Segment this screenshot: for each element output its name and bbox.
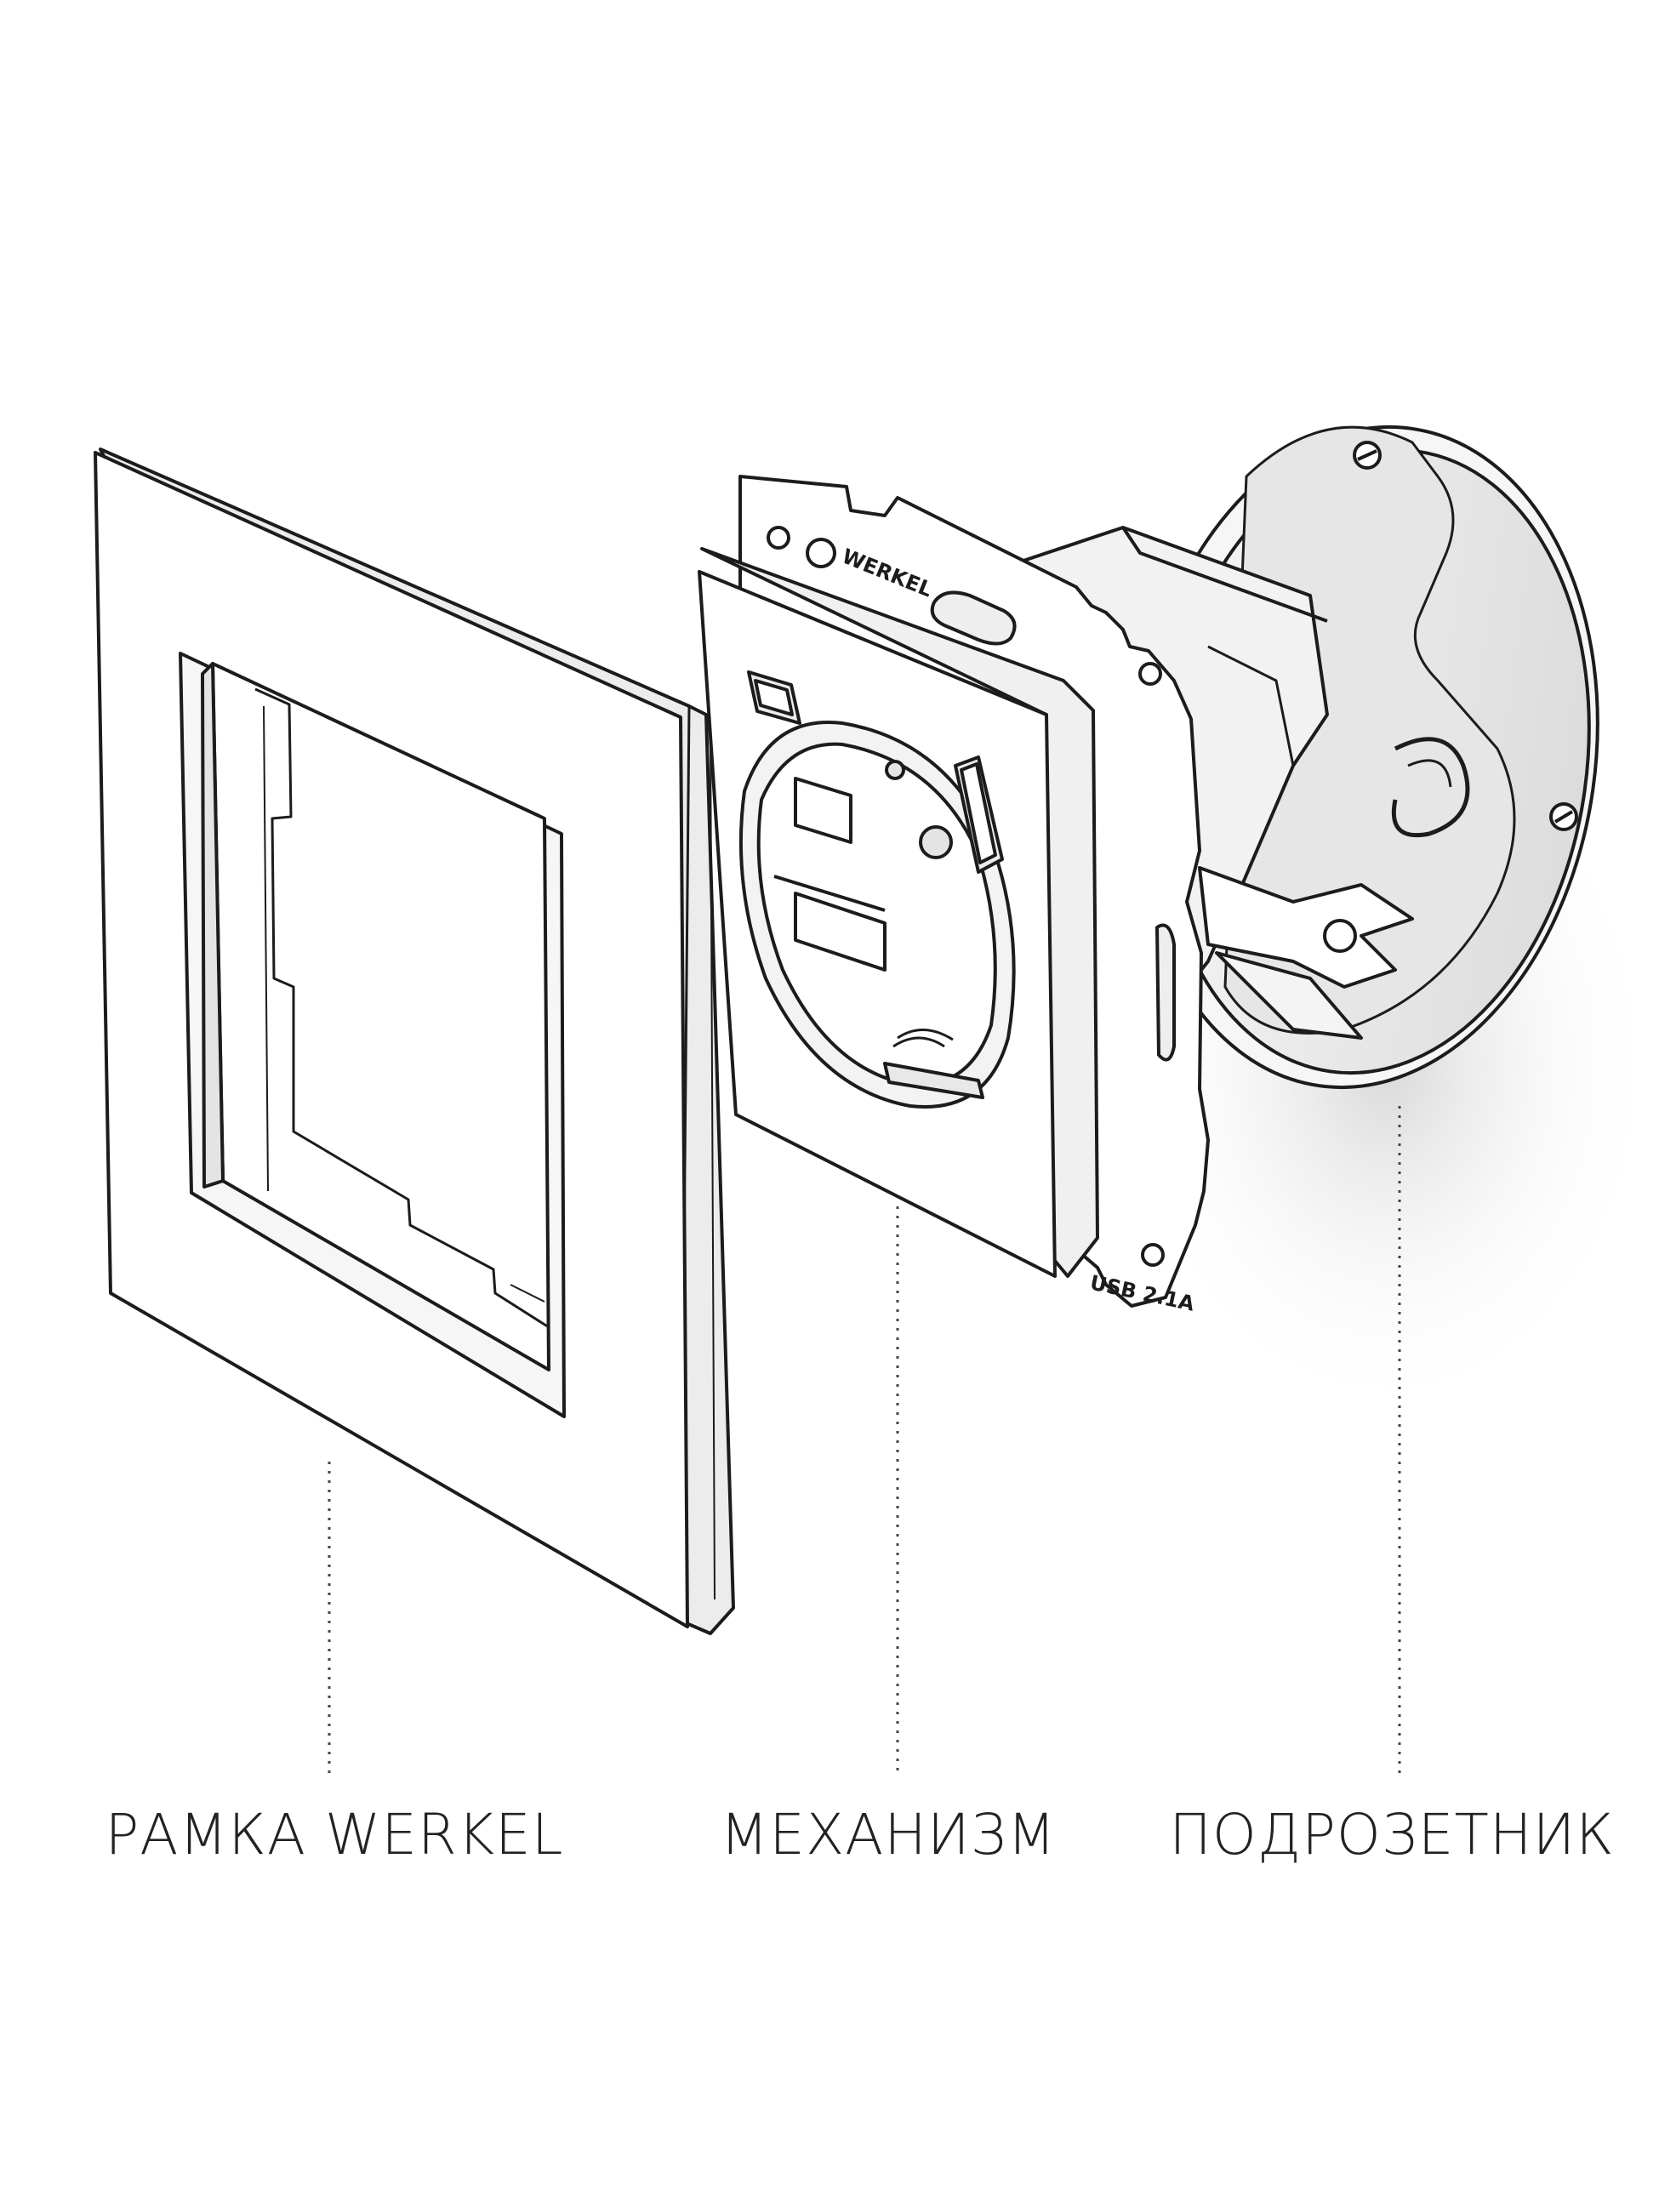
label-frame: РАМКА WERKEL <box>105 1802 564 1867</box>
frame <box>94 448 735 1635</box>
label-mechanism: МЕХАНИЗМ <box>720 1802 1057 1867</box>
label-back-box: ПОДРОЗЕТНИК <box>1169 1802 1615 1867</box>
mechanism: WERKEL USB 2.1A <box>698 475 1414 1316</box>
leader-lines <box>328 1106 1401 1774</box>
